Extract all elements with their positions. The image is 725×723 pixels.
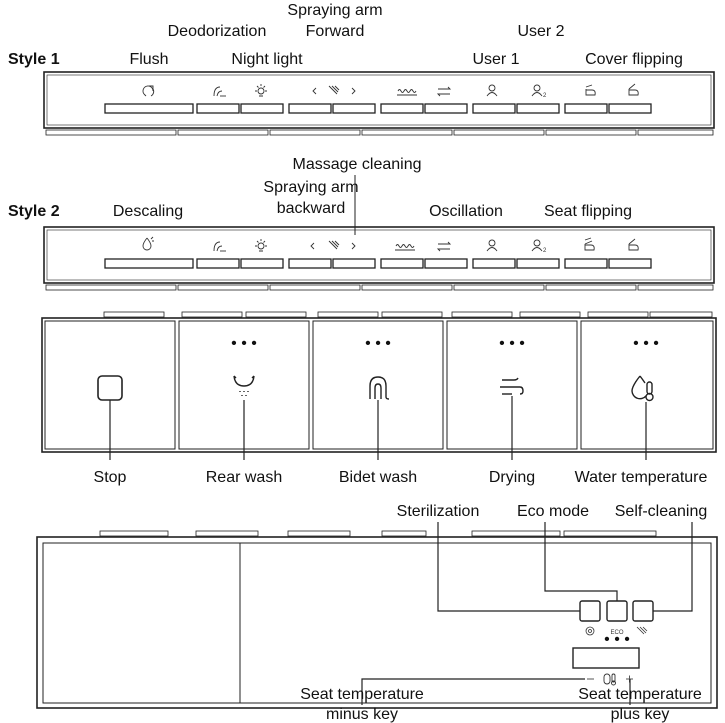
oscillation-icon-2 <box>436 241 452 252</box>
label-seat-temp-minus-2: minus key <box>326 706 398 723</box>
spray-arm-icon-2 <box>328 240 340 250</box>
label-descaling: Descaling <box>113 203 183 220</box>
rear-wash-icon <box>233 375 255 396</box>
bidet-wash-dots: • • • <box>365 335 391 352</box>
deodorization-icon <box>213 86 226 97</box>
massage-icon-2 <box>395 244 415 251</box>
drying-icon <box>500 377 524 395</box>
chevron-left-icon-2 <box>310 242 315 250</box>
water-temperature-button[interactable]: • • • <box>580 320 714 450</box>
massage-icon <box>397 89 417 96</box>
water-temperature-dots: • • • <box>633 335 659 352</box>
label-seat-temp-plus-1: Seat temperature <box>578 686 702 703</box>
label-eco-mode: Eco mode <box>517 503 589 520</box>
label-bidet-wash: Bidet wash <box>339 469 417 486</box>
seat-temperature-icon <box>603 673 616 686</box>
seat-flip-icon <box>585 84 596 96</box>
style2-title: Style 2 <box>8 203 60 220</box>
self-cleaning-button[interactable] <box>632 600 654 635</box>
night-light-icon <box>255 84 267 97</box>
main-button-panel <box>41 311 717 453</box>
label-user1: User 1 <box>472 51 519 68</box>
seat-flip-icon-2 <box>584 237 595 251</box>
label-seat-temp-minus-1: Seat temperature <box>300 686 424 703</box>
night-light-icon-2 <box>255 239 267 252</box>
label-user2: User 2 <box>517 23 564 40</box>
label-oscillation: Oscillation <box>429 203 503 220</box>
side-panel-dots: • • • <box>604 631 630 648</box>
user2-icon: 2 <box>531 84 547 99</box>
seat-temperature-display <box>572 647 640 669</box>
label-drying: Drying <box>489 469 535 486</box>
chevron-right-icon <box>351 87 356 95</box>
style1-title: Style 1 <box>8 51 60 68</box>
descaling-icon <box>142 236 154 251</box>
chevron-right-icon-2 <box>351 242 356 250</box>
label-spraying-arm: Spraying arm <box>287 2 382 19</box>
style1-panel <box>43 71 715 136</box>
label-spraying-arm-2: Spraying arm <box>263 179 358 196</box>
label-rear-wash: Rear wash <box>206 469 282 486</box>
water-temperature-icon <box>631 375 654 402</box>
label-water-temperature: Water temperature <box>575 469 708 486</box>
cover-flip-icon <box>628 83 639 96</box>
label-self-cleaning: Self-cleaning <box>615 503 708 520</box>
chevron-left-icon <box>312 87 317 95</box>
spray-arm-icon <box>328 85 340 95</box>
label-stop: Stop <box>94 469 127 486</box>
self-cleaning-icon <box>636 626 648 635</box>
oscillation-icon <box>436 86 452 97</box>
label-cover-flipping: Cover flipping <box>585 51 683 68</box>
cover-flip-icon-2 <box>628 238 639 251</box>
label-sterilization: Sterilization <box>397 503 480 520</box>
label-flush: Flush <box>129 51 168 68</box>
label-forward: Forward <box>306 23 365 40</box>
sterilization-button[interactable] <box>579 600 601 636</box>
user1-icon <box>486 84 498 97</box>
stop-icon <box>97 375 123 401</box>
user2-icon-2: 2 <box>531 239 547 254</box>
sterilization-icon <box>585 626 595 636</box>
flush-icon <box>142 85 155 97</box>
style2-panel <box>43 226 715 291</box>
label-seat-flipping: Seat flipping <box>544 203 632 220</box>
eco-icon-text: ECO <box>610 630 623 636</box>
drying-dots: • • • <box>499 335 525 352</box>
side-panel <box>36 530 718 709</box>
deodorization-icon-2 <box>213 241 226 252</box>
label-backward: backward <box>277 200 345 217</box>
user1-icon-2 <box>486 239 498 252</box>
label-massage-cleaning: Massage cleaning <box>293 156 422 173</box>
bidet-wash-icon <box>369 376 390 400</box>
rear-wash-dots: • • • <box>231 335 257 352</box>
label-seat-temp-plus-2: plus key <box>611 706 670 723</box>
label-deodorization: Deodorization <box>168 23 267 40</box>
svg-text:2: 2 <box>543 93 547 99</box>
label-night-light: Night light <box>231 51 303 68</box>
svg-text:2: 2 <box>543 248 547 254</box>
